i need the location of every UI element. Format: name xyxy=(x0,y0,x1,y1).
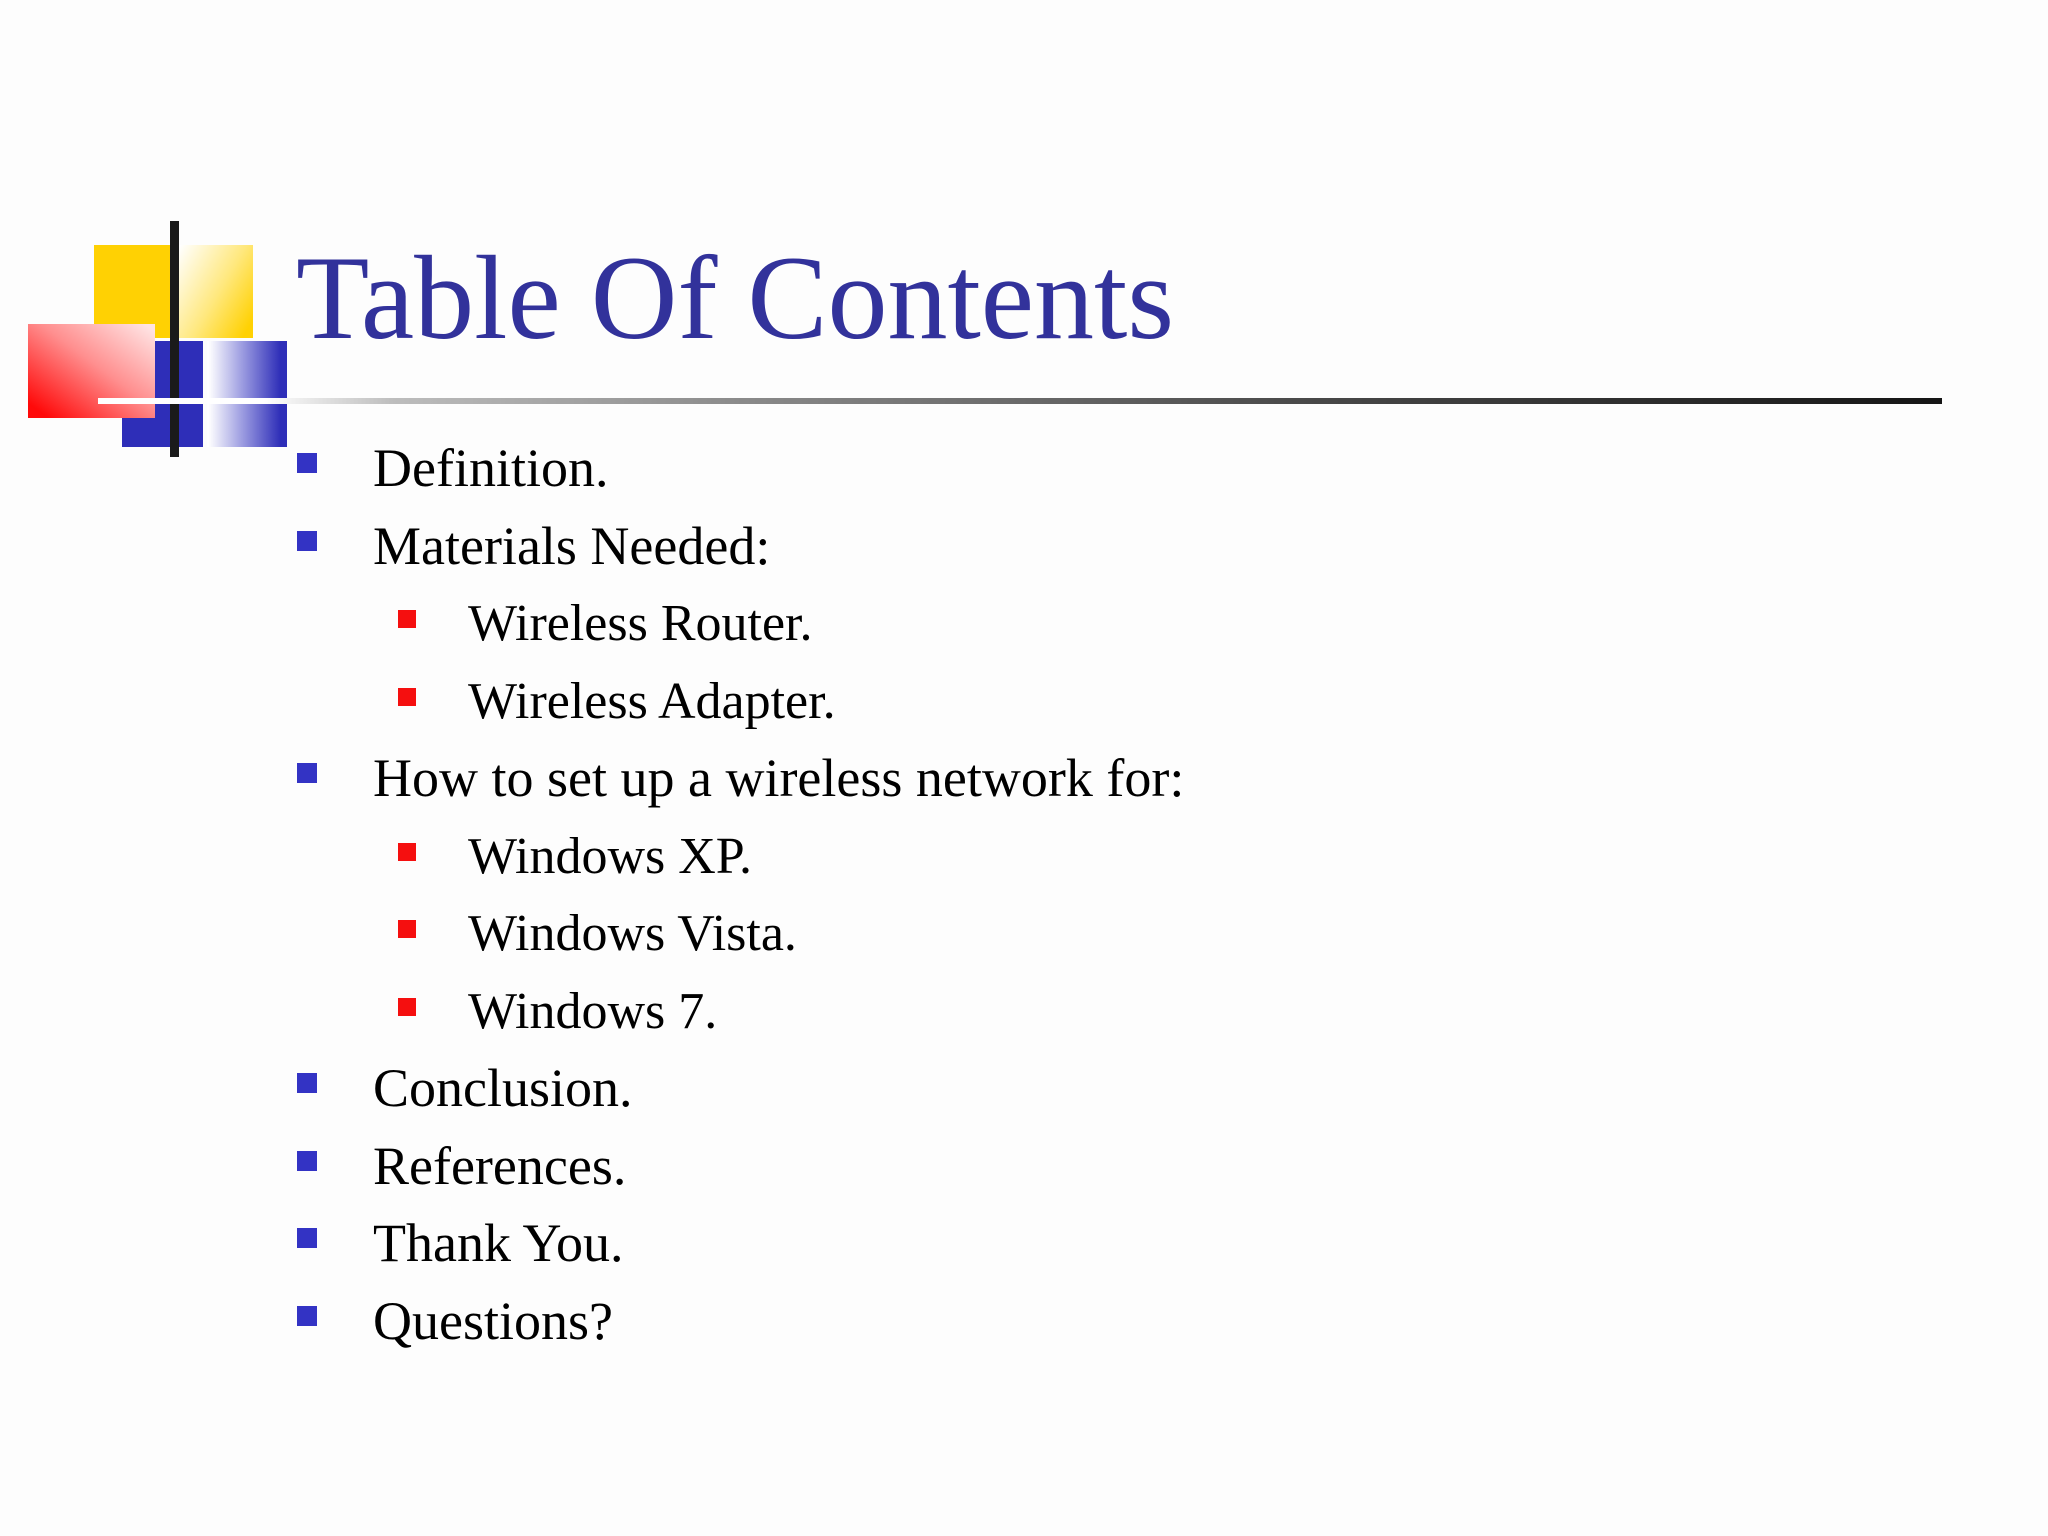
toc-item-label: Definition. xyxy=(373,438,609,498)
toc-list: Definition. Materials Needed: Wireless R… xyxy=(0,430,2048,1360)
bullet-square-icon xyxy=(297,530,317,551)
toc-item-label: Wireless Router. xyxy=(468,595,813,652)
toc-item-label: Windows 7. xyxy=(468,982,718,1040)
bullet-square-icon xyxy=(398,610,416,628)
toc-item-label: Materials Needed: xyxy=(373,515,771,576)
bullet-square-icon xyxy=(297,763,317,783)
toc-item: Windows 7. xyxy=(0,973,2048,1051)
toc-item: Windows XP. xyxy=(0,818,2048,896)
title-divider-line xyxy=(98,398,1942,404)
bullet-square-icon xyxy=(297,1228,317,1248)
bullet-square-icon xyxy=(398,687,416,706)
toc-item: Wireless Adapter. xyxy=(0,663,2048,741)
logo-vertical-line-icon xyxy=(170,221,179,457)
bullet-square-icon xyxy=(398,997,416,1016)
bullet-square-icon xyxy=(398,920,416,938)
toc-item: How to set up a wireless network for: xyxy=(0,740,2048,818)
bullet-square-icon xyxy=(297,453,317,473)
toc-item: References. xyxy=(0,1128,2048,1206)
toc-item: Materials Needed: xyxy=(0,508,2048,586)
logo-blue-gradient-square-icon xyxy=(207,341,287,447)
logo-yellow-gradient-square-icon xyxy=(172,245,253,338)
bullet-square-icon xyxy=(398,842,416,861)
slide-title: Table Of Contents xyxy=(296,231,1175,364)
logo-yellow-square-icon xyxy=(94,245,172,338)
bullet-square-icon xyxy=(297,1150,317,1171)
bullet-square-icon xyxy=(297,1305,317,1326)
toc-item-label: How to set up a wireless network for: xyxy=(373,748,1185,808)
toc-item: Windows Vista. xyxy=(0,895,2048,973)
toc-item-label: Wireless Adapter. xyxy=(468,672,836,730)
toc-item-label: Windows XP. xyxy=(468,827,752,885)
toc-item-label: Questions? xyxy=(373,1290,613,1351)
bullet-square-icon xyxy=(297,1073,317,1093)
toc-item-label: Windows Vista. xyxy=(468,905,797,962)
toc-item-label: Conclusion. xyxy=(373,1058,633,1118)
toc-item: Conclusion. xyxy=(0,1050,2048,1128)
toc-item-label: Thank You. xyxy=(373,1213,624,1273)
toc-item: Definition. xyxy=(0,430,2048,508)
toc-item: Questions? xyxy=(0,1283,2048,1361)
toc-item: Wireless Router. xyxy=(0,585,2048,663)
toc-item-label: References. xyxy=(373,1135,627,1196)
toc-item: Thank You. xyxy=(0,1205,2048,1283)
